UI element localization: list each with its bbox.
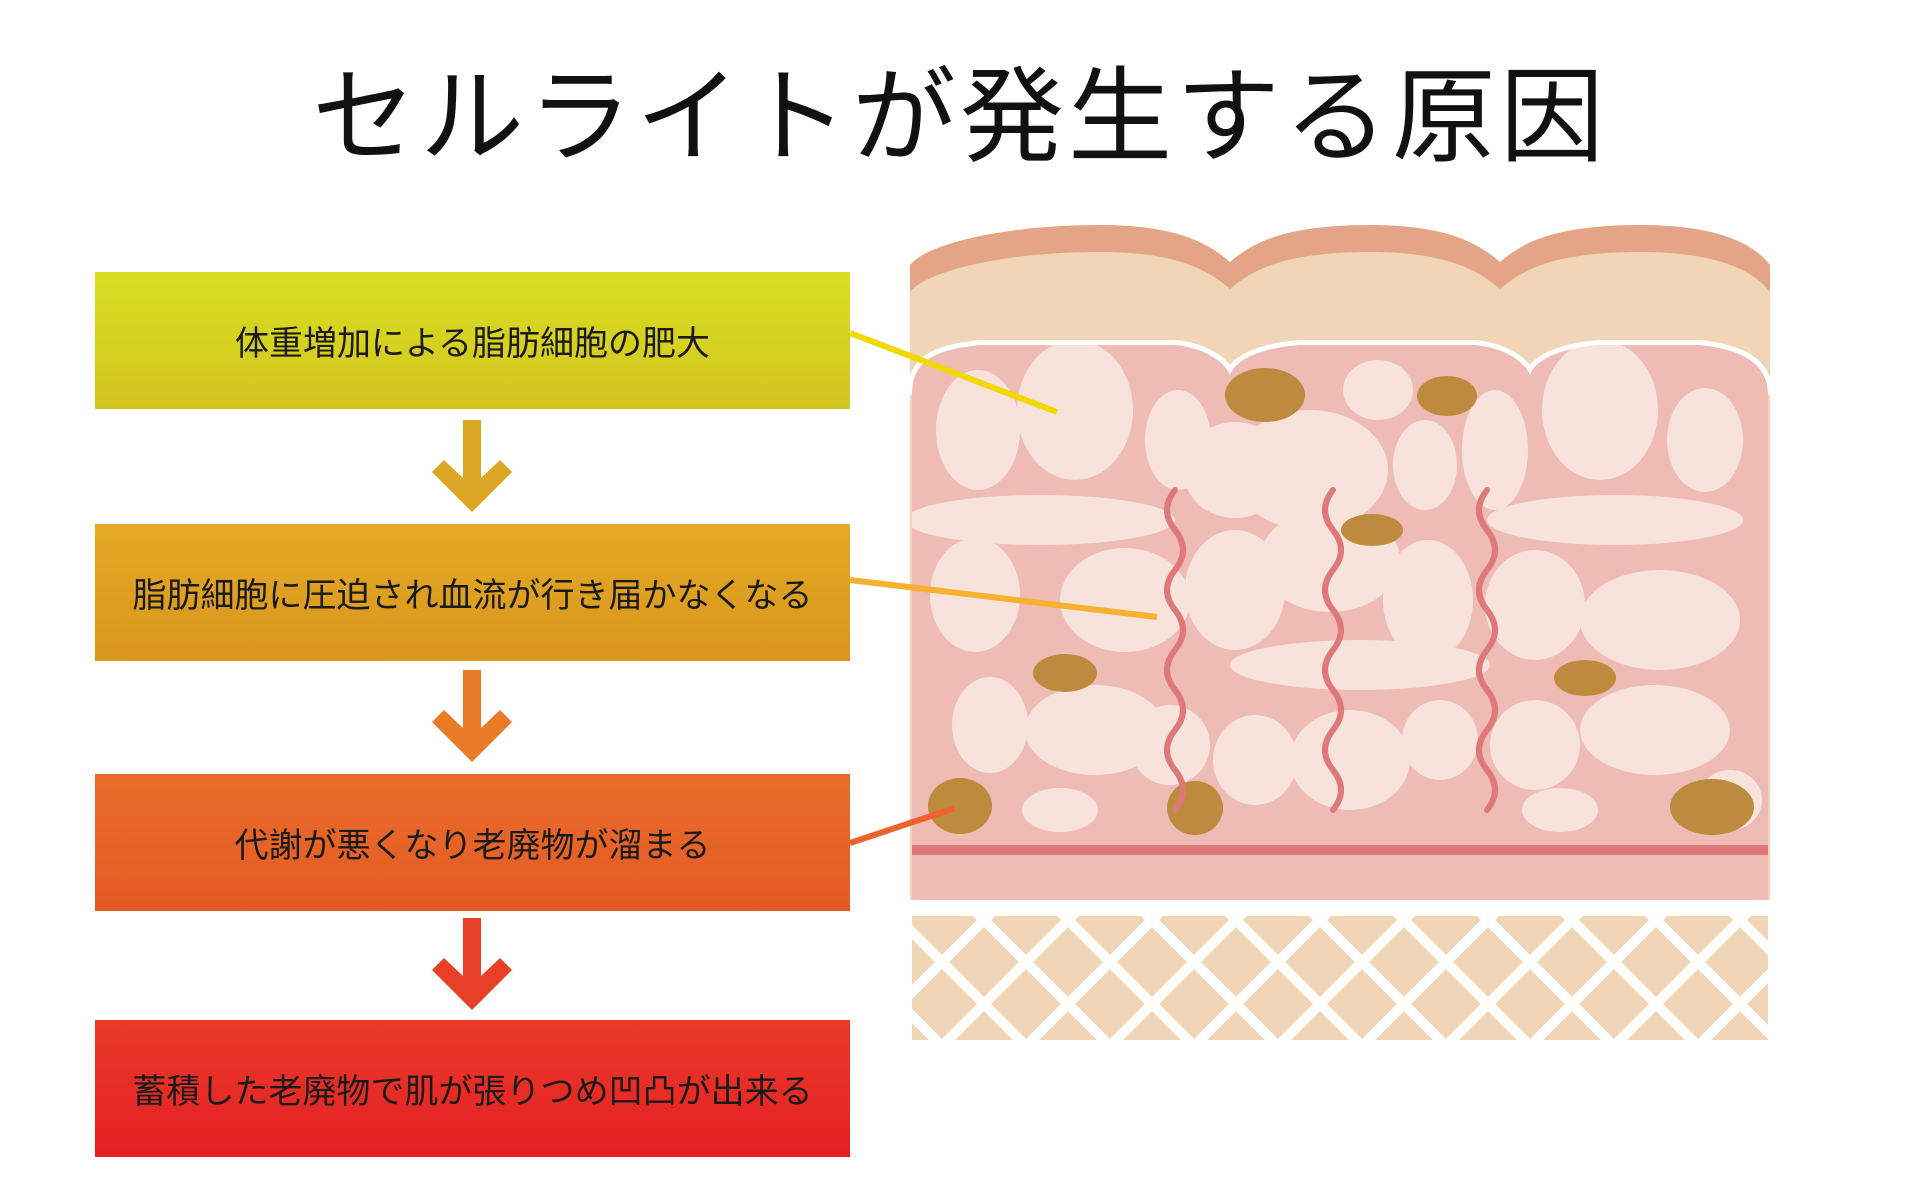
fat-cell bbox=[1232, 410, 1388, 530]
fat-cell bbox=[1490, 700, 1580, 790]
arrow-down-icon bbox=[432, 918, 512, 1010]
step-3-box: 代謝が悪くなり老廃物が溜まる bbox=[95, 774, 850, 911]
fat-cell bbox=[1580, 570, 1740, 670]
waste-deposit bbox=[1225, 368, 1305, 422]
fat-cell bbox=[952, 677, 1028, 773]
fat-cell bbox=[1343, 360, 1413, 420]
waste-deposit bbox=[1554, 660, 1616, 696]
waste-deposit bbox=[1670, 779, 1754, 835]
arrow-down-icon bbox=[432, 420, 512, 512]
fat-cell bbox=[1230, 640, 1490, 690]
bottom-vessel bbox=[912, 845, 1768, 855]
arrow-down-icon bbox=[432, 670, 512, 762]
fat-cell bbox=[912, 495, 1175, 545]
fat-cell bbox=[1542, 345, 1658, 480]
fat-cell bbox=[1017, 345, 1133, 480]
step-4-box: 蓄積した老廃物で肌が張りつめ凹凸が出来る bbox=[95, 1020, 850, 1157]
fat-cell bbox=[1485, 550, 1585, 660]
waste-deposit bbox=[1033, 654, 1097, 692]
fat-cell bbox=[1393, 420, 1457, 510]
fat-cell bbox=[1667, 388, 1743, 492]
fat-cell bbox=[1290, 710, 1410, 810]
fat-cell bbox=[1522, 788, 1598, 832]
fat-cell bbox=[1060, 548, 1190, 652]
waste-deposit bbox=[1341, 514, 1403, 546]
blood-vessel bbox=[1164, 487, 1186, 813]
fat-cell bbox=[1213, 715, 1297, 805]
fat-cell bbox=[1025, 685, 1165, 775]
waste-deposit bbox=[928, 778, 992, 834]
leader-line-1 bbox=[848, 330, 1059, 415]
blood-vessel bbox=[1322, 487, 1344, 813]
fat-cell bbox=[1580, 685, 1730, 775]
step-3-label: 代謝が悪くなり老廃物が溜まる bbox=[234, 826, 711, 866]
step-1-box: 体重増加による脂肪細胞の肥大 bbox=[95, 272, 850, 409]
fat-cell bbox=[936, 370, 1020, 490]
fat-cell bbox=[1462, 390, 1528, 510]
blood-vessel bbox=[1476, 487, 1498, 813]
waste-deposit bbox=[1417, 376, 1477, 416]
lattice-layer bbox=[912, 915, 1768, 1040]
page-title: セルライトが発生する原因 bbox=[311, 56, 1608, 178]
step-2-box: 脂肪細胞に圧迫され血流が行き届かなくなる bbox=[95, 524, 850, 661]
fat-cell bbox=[1487, 495, 1743, 545]
fat-cell bbox=[1402, 700, 1478, 780]
leader-line-2 bbox=[849, 577, 1158, 620]
fat-cell bbox=[1383, 540, 1473, 660]
fat-cell bbox=[1022, 788, 1098, 832]
step-4-label: 蓄積した老廃物で肌が張りつめ凹凸が出来る bbox=[132, 1072, 813, 1112]
leader-line-3 bbox=[849, 805, 956, 846]
step-1-label: 体重増加による脂肪細胞の肥大 bbox=[235, 324, 710, 364]
step-2-label: 脂肪細胞に圧迫され血流が行き届かなくなる bbox=[132, 576, 813, 616]
